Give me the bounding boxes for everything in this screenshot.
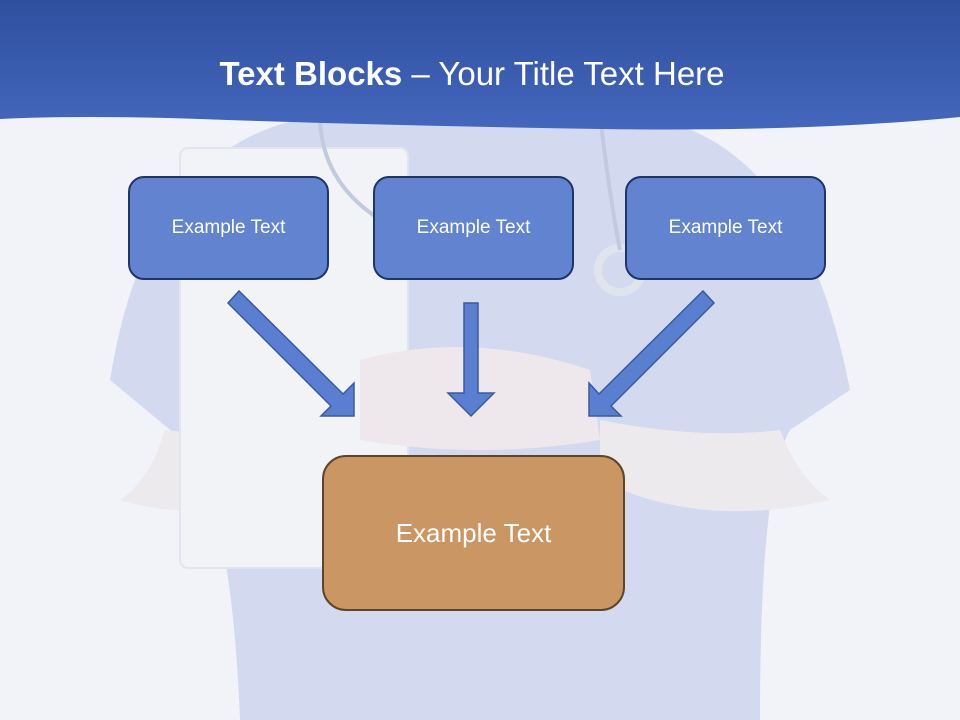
arrow-center (446, 302, 496, 418)
title-dash: – (402, 55, 439, 92)
text-block-right[interactable]: Example Text (625, 176, 826, 280)
header-band (0, 0, 960, 130)
text-block-center[interactable]: Example Text (373, 176, 574, 280)
arrow-left (226, 289, 355, 417)
title-rest: Your Title Text Here (438, 55, 725, 92)
arrow-right (588, 289, 716, 417)
text-block-left[interactable]: Example Text (128, 176, 329, 280)
text-block-bottom[interactable]: Example Text (322, 455, 625, 611)
arrows (226, 289, 716, 418)
slide-title: Text Blocks – Your Title Text Here (0, 52, 944, 96)
title-bold-part: Text Blocks (219, 55, 403, 92)
